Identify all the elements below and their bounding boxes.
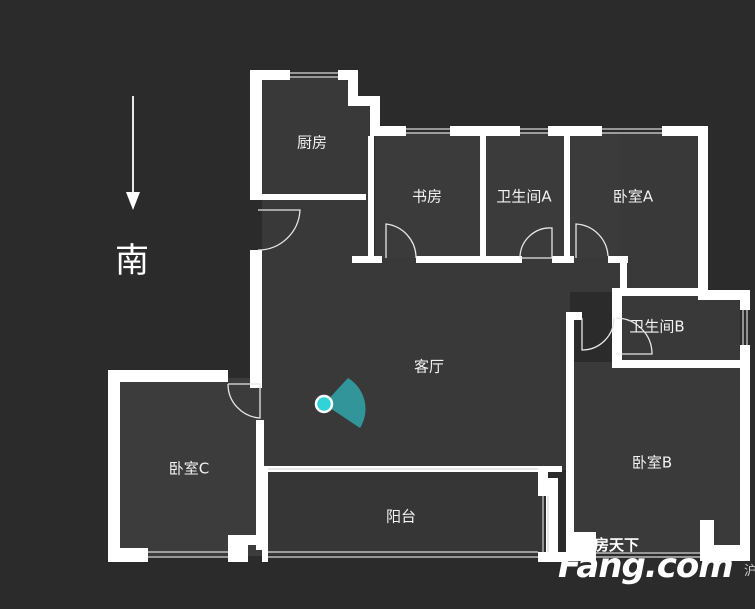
room-label-bedroom-b: 卧室B	[631, 453, 673, 472]
room-label-bathroom-b: 卫生间B	[629, 317, 685, 336]
room-label-bedroom-c: 卧室C	[168, 459, 210, 478]
watermark-en: Fang.com	[558, 546, 734, 586]
door-swings	[227, 209, 653, 419]
room-label-balcony: 阳台	[385, 507, 417, 526]
compass-direction-label: 南	[115, 241, 149, 281]
windows	[148, 72, 748, 558]
room-label-living-room: 客厅	[413, 357, 445, 376]
watermark-tail: 沪	[744, 564, 755, 579]
arrow-down-icon	[126, 96, 140, 210]
watermark-cn: 房天下	[594, 536, 640, 554]
room-label-bedroom-a: 卧室A	[612, 187, 654, 206]
walls	[108, 70, 750, 562]
location-marker-icon	[314, 378, 366, 428]
room-label-study: 书房	[411, 187, 443, 206]
room-label-bathroom-a: 卫生间A	[496, 187, 552, 206]
room-label-kitchen: 厨房	[296, 133, 328, 152]
